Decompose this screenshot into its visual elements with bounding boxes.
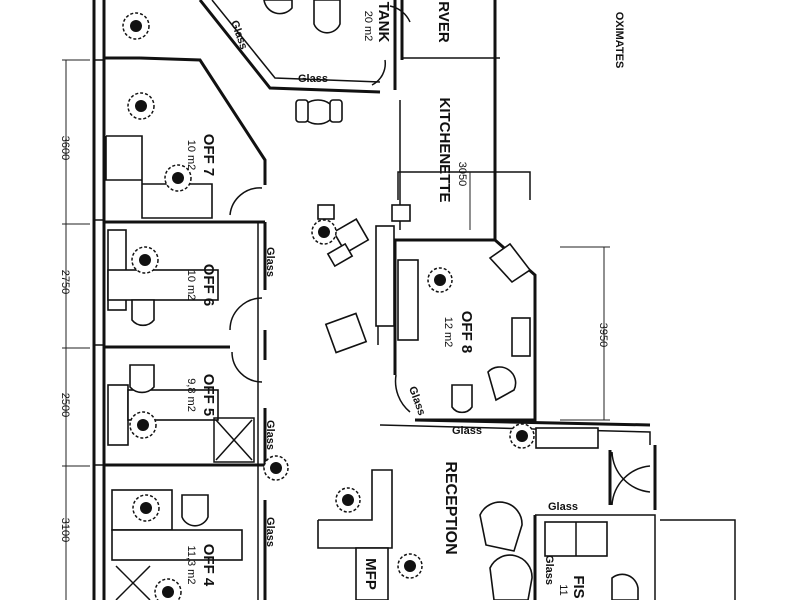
room-off5-area: 9,8 m2: [185, 378, 197, 412]
chairs: [115, 0, 639, 600]
dim-3100: 3100: [59, 518, 71, 542]
dim-3950: 3950: [597, 323, 609, 347]
dim-2500: 2500: [59, 393, 71, 417]
room-labels: OFF 7 10 m2 OFF 6 10 m2 OFF 5 9,8 m2 OFF…: [185, 1, 625, 598]
corner-text: OXIMATES: [613, 12, 625, 69]
glass-label: Glass: [298, 73, 328, 85]
dim-3600: 3600: [59, 136, 71, 160]
room-off6-name: OFF 6: [200, 264, 217, 307]
right-dimension: 3950: [560, 246, 610, 421]
glass-label: Glass: [452, 425, 482, 437]
plant-icon: [154, 578, 182, 600]
glass-label: Glass: [548, 501, 578, 513]
room-off4-name: OFF 4: [200, 544, 217, 587]
exterior-wall: [92, 0, 106, 600]
glass-label: Glass: [264, 420, 276, 450]
room-fis-name: FIS: [570, 575, 587, 598]
room-server-name: RVER: [435, 1, 452, 43]
room-off5-name: OFF 5: [200, 374, 217, 417]
plant-icon: [263, 455, 289, 481]
room-off7-area: 10 m2: [185, 140, 197, 171]
room-off4-area: 11,3 m2: [185, 546, 197, 585]
plant-icon: [164, 164, 192, 192]
glass-label: Glass: [264, 247, 276, 277]
room-tank-name: TANK: [375, 2, 392, 43]
left-dimension-chain: 3600 2750 2500 3100: [59, 59, 90, 600]
glass-label: Glass: [264, 517, 276, 547]
office-walls: [104, 56, 267, 600]
room-tank-area: 20 m2: [362, 11, 374, 42]
dim-3050: 3050: [456, 162, 468, 186]
plant-icon: [335, 487, 361, 513]
plant-icon: [427, 267, 453, 293]
plant-icon: [122, 12, 150, 40]
plant-icon: [127, 92, 155, 120]
glass-label: Glass: [543, 555, 555, 585]
doors: [229, 5, 651, 506]
glass-label: Glass: [228, 19, 250, 51]
room-off7-name: OFF 7: [200, 134, 217, 177]
plant-icon: [509, 423, 535, 449]
room-fis-area: 11: [557, 584, 569, 595]
plants: [122, 12, 535, 600]
room-reception-name: RECEPTION: [442, 461, 459, 554]
room-off6-area: 10 m2: [185, 270, 197, 301]
room-kitchenette-name: KITCHENETTE: [436, 98, 453, 203]
kitchenette-area: [391, 171, 531, 230]
reception-walls: [533, 445, 736, 600]
dim-2750: 2750: [59, 270, 71, 294]
room-off8-name: OFF 8: [458, 311, 475, 354]
plant-icon: [131, 246, 159, 274]
plant-icon: [129, 411, 157, 439]
plant-icon: [397, 553, 423, 579]
plant-icon: [311, 219, 337, 245]
desks: [105, 135, 599, 600]
room-mfp-name: MFP: [362, 558, 379, 590]
room-off8-area: 12 m2: [442, 317, 454, 348]
plant-icon: [132, 494, 160, 522]
